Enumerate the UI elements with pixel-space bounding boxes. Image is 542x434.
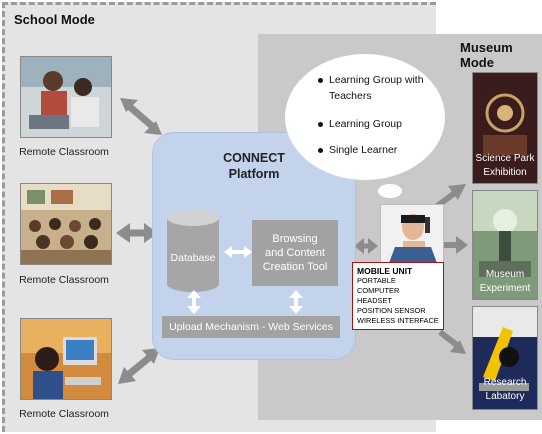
- learner-types-bubble: [285, 54, 445, 180]
- arrow-platform-mobile-icon: [354, 238, 378, 254]
- browsing-label-line-1: Browsing: [272, 233, 318, 245]
- database-icon: [167, 210, 219, 292]
- research-lab-caption-line-2: Labatory: [485, 391, 525, 402]
- remote-classroom-caption-2: Remote Classroom: [19, 274, 109, 286]
- museum-experiment-caption-line-2: Experiment: [479, 283, 531, 294]
- person-with-headset-image: [381, 205, 443, 263]
- science-park-caption: Science Park Exhibition: [473, 152, 537, 180]
- browse-upload-link-icon: [289, 290, 303, 314]
- bullet-icon: [318, 77, 323, 83]
- arrow-classroom-3-icon: [118, 348, 160, 384]
- bullet-icon: [318, 121, 323, 127]
- platform-title-line-2: Platform: [228, 167, 280, 181]
- science-park-photo: [472, 72, 538, 184]
- bubble-tail-dot: [378, 184, 402, 198]
- browsing-content-creation-tool: Browsing and Content Creation Tool: [252, 220, 338, 286]
- mobile-unit-item-4: WIRELESS INTERFACE: [357, 316, 439, 325]
- arrow-classroom-1-icon: [120, 98, 162, 135]
- database-upload-link-icon: [187, 290, 201, 314]
- science-park-caption-line-2: Exhibition: [483, 167, 527, 178]
- science-park-image: [473, 73, 537, 183]
- database-browse-link-icon: [224, 246, 252, 258]
- research-lab-photo: [472, 306, 538, 410]
- remote-classroom-photo-2: [20, 183, 112, 265]
- mobile-unit-item-2: HEADSET: [357, 296, 392, 305]
- remote-classroom-caption-3: Remote Classroom: [19, 408, 109, 420]
- museum-experiment-photo: [472, 190, 538, 300]
- remote-classroom-photo-3: [20, 318, 112, 400]
- platform-title-line-1: CONNECT: [223, 151, 285, 165]
- museum-experiment-caption-line-1: Museum: [485, 269, 525, 280]
- arrow-to-research-lab-icon: [438, 329, 466, 354]
- browsing-label-line-3: Creation Tool: [262, 261, 328, 273]
- bubble-item-3-label: Single Learner: [329, 144, 398, 156]
- upload-mechanism-web-services: Upload Mechanism - Web Services: [162, 316, 340, 338]
- bubble-item-1-line-1: Learning Group with: [329, 74, 424, 86]
- classroom-photo-1-image: [21, 57, 111, 137]
- museum-mode-title: Museum Mode: [460, 40, 513, 70]
- mobile-unit-title: MOBILE UNIT: [357, 266, 413, 276]
- research-lab-caption-line-1: Research: [483, 377, 527, 388]
- bubble-item-1-line-2: Teachers: [329, 90, 372, 102]
- bullet-icon: [318, 147, 323, 153]
- remote-classroom-caption-1: Remote Classroom: [19, 146, 109, 158]
- mobile-unit-photo: [380, 204, 444, 264]
- database-label: Database: [170, 252, 216, 264]
- museum-experiment-image: [473, 191, 537, 299]
- bubble-item-2: Learning Group: [318, 118, 402, 130]
- school-mode-title: School Mode: [14, 12, 95, 27]
- mobile-unit-item-1: PORTABLE COMPUTER: [357, 276, 400, 295]
- mobile-unit-box: MOBILE UNIT PORTABLE COMPUTER HEADSET PO…: [352, 262, 444, 330]
- museum-experiment-caption: Museum Experiment: [473, 268, 537, 296]
- research-lab-caption: Research Labatory: [473, 376, 537, 404]
- classroom-photo-2-image: [21, 184, 111, 264]
- science-park-caption-line-1: Science Park: [475, 153, 535, 164]
- research-lab-image: [473, 307, 537, 409]
- mobile-unit-item-3: POSITION SENSOR: [357, 306, 426, 315]
- browsing-label-line-2: and Content: [265, 247, 325, 259]
- classroom-photo-3-image: [21, 319, 111, 399]
- bubble-item-2-label: Learning Group: [329, 118, 402, 130]
- bubble-item-3: Single Learner: [318, 144, 397, 156]
- bubble-item-1: Learning Group with: [318, 74, 424, 86]
- arrow-classroom-2-icon: [116, 223, 158, 243]
- remote-classroom-photo-1: [20, 56, 112, 138]
